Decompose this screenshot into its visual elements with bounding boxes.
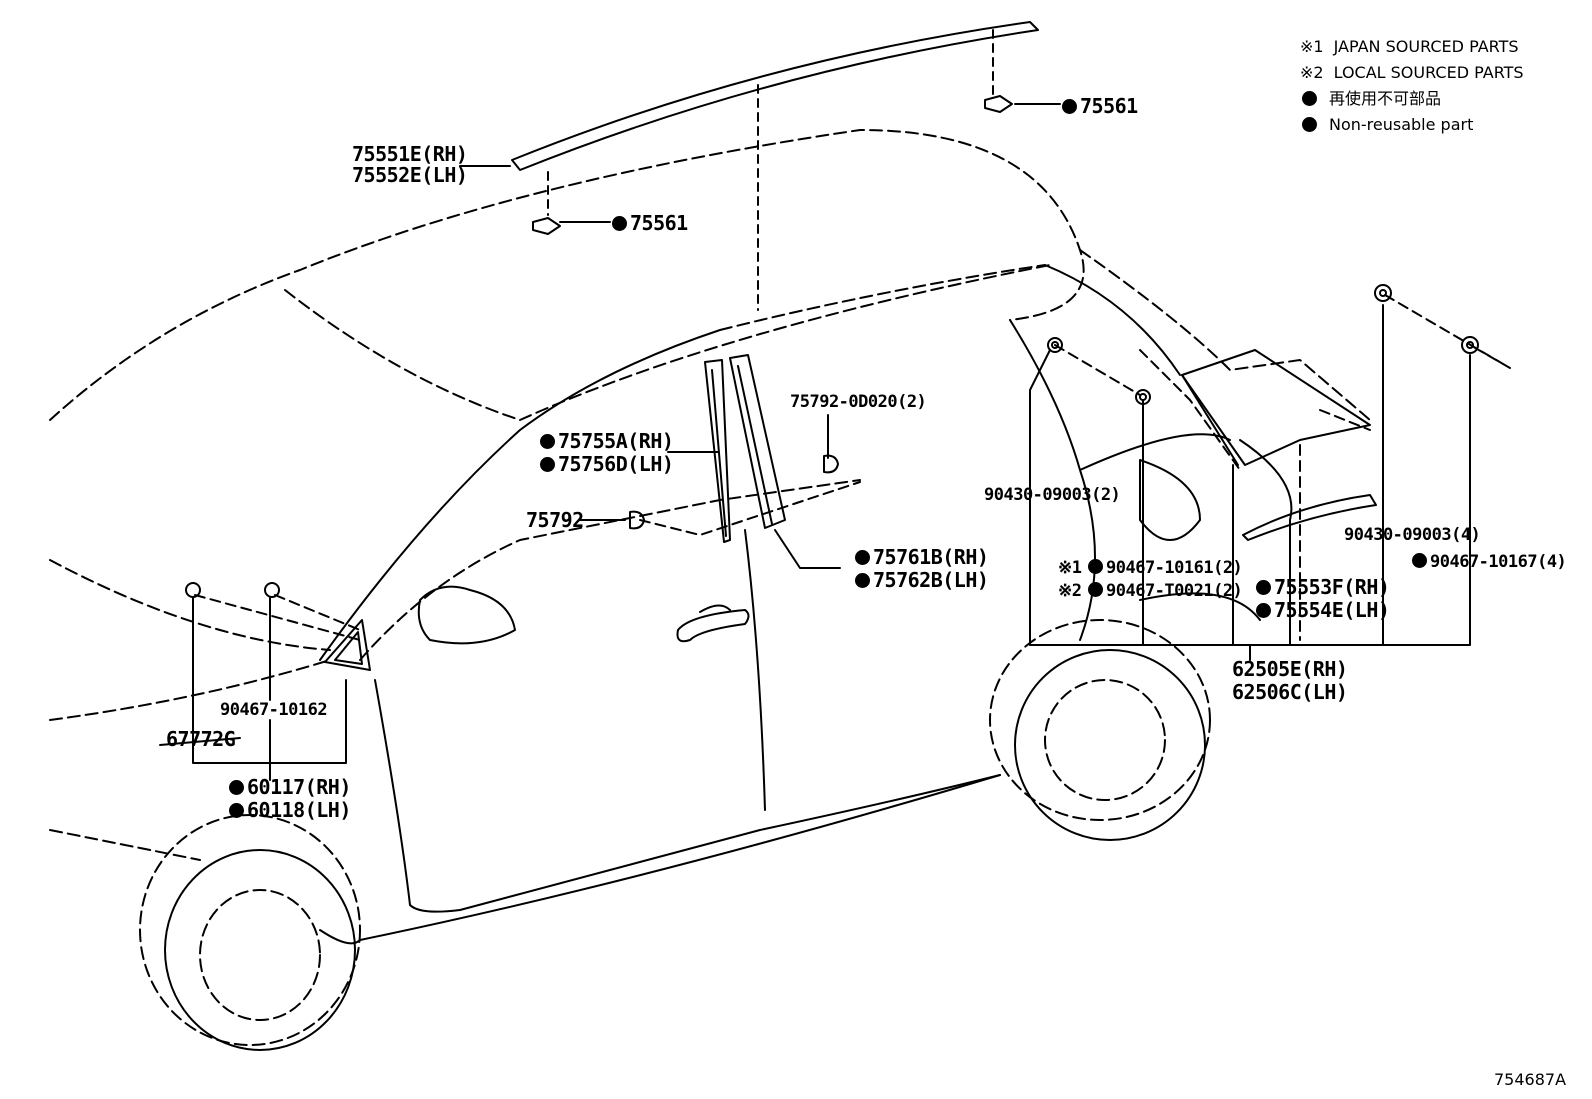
b-pillar-rear [729, 354, 786, 529]
part-label[interactable]: 75553F(RH) [1256, 576, 1390, 599]
part-label[interactable]: 60117(RH) [229, 776, 351, 799]
roof-molding [511, 21, 1039, 171]
hood [49, 559, 331, 721]
part-label[interactable]: 60118(LH) [229, 799, 351, 822]
vertical-dash-roof [547, 29, 994, 311]
door-seam [744, 529, 766, 811]
rear-side-molding [1242, 494, 1377, 541]
legend-nonreusable-jp: 再使用不可部品 [1300, 86, 1524, 112]
mirror [417, 585, 516, 645]
door-handle [676, 604, 750, 643]
window-top [719, 264, 1046, 331]
note-mark: ※2 [1058, 581, 1082, 601]
a-pillar [319, 329, 721, 661]
part-label[interactable]: 62506C(LH) [1232, 680, 1348, 704]
leader-67772G [159, 737, 241, 746]
part-label[interactable]: 90467-10167(4) [1412, 552, 1567, 572]
rocker [319, 774, 1001, 945]
part-label[interactable]: 75755A(RH) [540, 430, 674, 453]
roof-outline [49, 129, 1085, 421]
rear-roof-edge [1079, 249, 1371, 421]
part-label[interactable]: 67772G [166, 727, 236, 751]
part-label[interactable]: 75561 [612, 212, 688, 235]
bullet-icon [1302, 117, 1317, 132]
part-label[interactable]: 75792 [526, 508, 584, 532]
legend-nonreusable-en: Non-reusable part [1300, 112, 1524, 138]
roof-outline-inner [284, 264, 1051, 421]
leader-75761B [774, 529, 841, 569]
front-wheel-inner [199, 889, 321, 1021]
front-wheel-outer [164, 849, 356, 1051]
spoiler-edge [1181, 374, 1239, 466]
part-label[interactable]: 75762B(LH) [855, 569, 989, 592]
rear-wheel-outer [1014, 649, 1206, 841]
part-label[interactable]: 75761B(RH) [855, 546, 989, 569]
part-label[interactable]: 75561 [1062, 95, 1138, 118]
rear-wheel-arch [989, 619, 1211, 821]
leader-front-clips [192, 597, 347, 781]
rear-spoiler [1181, 349, 1371, 466]
front-wheel-arch [139, 814, 361, 1046]
rear-door [759, 774, 1001, 831]
b-pillar-front [704, 359, 731, 543]
part-label[interactable]: 62505E(RH) [1232, 657, 1348, 681]
rear-window-edge [1044, 264, 1181, 376]
part-label[interactable]: 90467-T0021(2) [1088, 581, 1243, 601]
front-door [374, 679, 761, 913]
rear-wheel-inner [1044, 679, 1166, 801]
part-label[interactable]: 75551E(RH) [352, 142, 468, 166]
part-label[interactable]: 75554E(LH) [1256, 599, 1390, 622]
part-label[interactable]: 90430-09003(4) [1344, 525, 1481, 545]
part-label[interactable]: 90467-10162 [220, 700, 328, 720]
front-bumper [49, 829, 201, 861]
note-mark: ※1 [1058, 558, 1082, 578]
diagram-code: 754687A [1494, 1070, 1567, 1089]
part-label[interactable]: 75756D(LH) [540, 453, 674, 476]
part-label[interactable]: 75792-0D020(2) [790, 392, 927, 412]
part-label[interactable]: 90467-10161(2) [1088, 558, 1243, 578]
bullet-icon [1302, 91, 1317, 106]
door-window [359, 479, 861, 661]
part-label[interactable]: 75552E(LH) [352, 163, 468, 187]
front-triangle [324, 619, 371, 671]
part-label[interactable]: 90430-09003(2) [984, 485, 1121, 505]
tail-lamp-area [1139, 459, 1201, 541]
